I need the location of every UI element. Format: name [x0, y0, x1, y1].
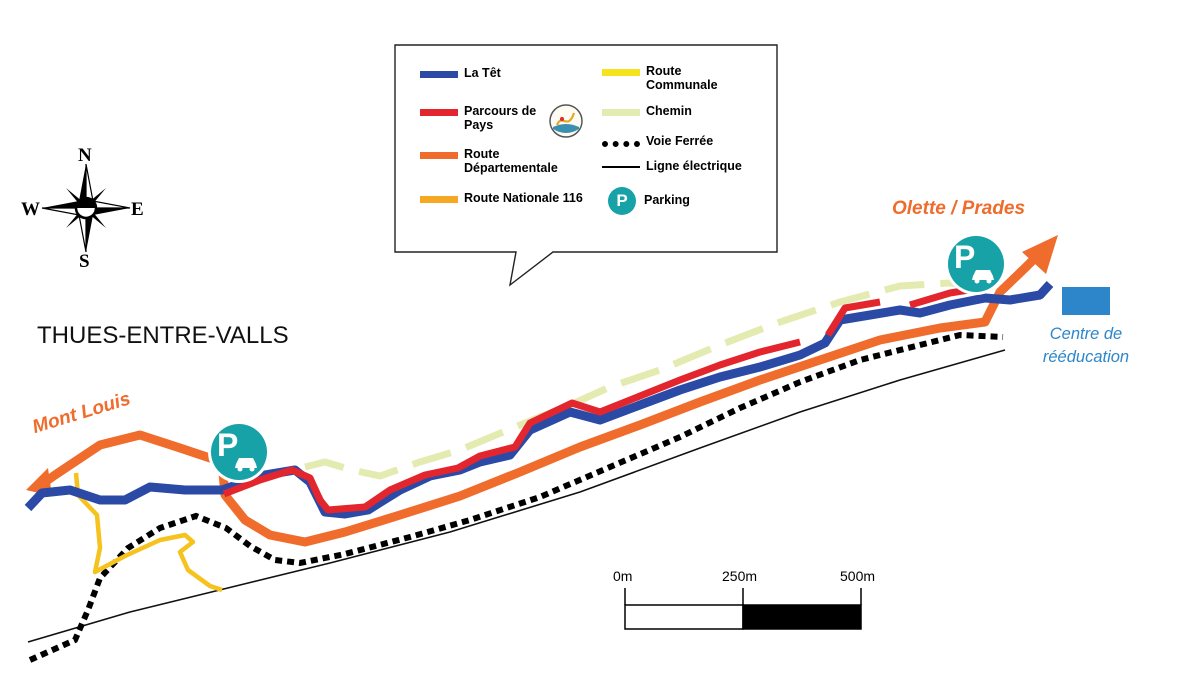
parking-letter: P: [217, 427, 239, 463]
legend-label: Parcours de Pays: [464, 104, 537, 132]
scale-label-250: 250m: [722, 568, 758, 584]
olette-prades-label: Olette / Prades: [892, 198, 1026, 219]
compass-rose-icon: [41, 163, 131, 253]
parking-icon: P: [608, 187, 636, 215]
legend: La Têt Parcours de Pays Route Départemen…: [395, 45, 777, 253]
car-icon: [972, 270, 994, 284]
communal-road: [73, 472, 223, 593]
legend-label: La Têt: [464, 66, 501, 80]
compass-north: N: [78, 145, 92, 166]
legend-item-tet: La Têt: [420, 66, 594, 80]
compass-east: E: [131, 199, 144, 220]
scale-bar: [624, 588, 862, 630]
legend-label: Route Communale: [646, 64, 718, 92]
legend-swatch-voie-ferree: [602, 141, 640, 147]
compass-west: W: [21, 199, 40, 220]
parcours-trail-1: [222, 338, 801, 514]
legend-item-parking: P Parking: [602, 187, 774, 221]
legend-swatch-parcours: [420, 109, 458, 116]
legend-label: Route Nationale 116: [464, 191, 583, 205]
legend-bubble: [394, 44, 778, 287]
legend-swatch-departementale: [420, 152, 458, 159]
tet-river: [24, 280, 1054, 519]
legend-item-communale: Route Communale: [602, 64, 746, 92]
legend-swatch-nationale: [420, 196, 458, 203]
legend-item-voie-ferree: Voie Ferrée: [602, 134, 776, 148]
chemin-path: [304, 279, 991, 480]
parking-letter: P: [954, 239, 976, 275]
departmental-road: [35, 244, 1049, 547]
legend-item-chemin: Chemin: [602, 104, 776, 118]
compass-south: S: [79, 251, 90, 272]
legend-swatch-tet: [420, 71, 458, 78]
legend-label: Voie Ferrée: [646, 134, 714, 148]
parking-marker-west[interactable]: P: [211, 424, 267, 480]
legend-label: Chemin: [646, 104, 692, 118]
legend-item-nationale: Route Nationale 116: [420, 191, 584, 205]
legend-label: Ligne électrique: [646, 159, 742, 173]
car-icon: [235, 458, 257, 472]
centre-marker: [1062, 287, 1110, 315]
parcours-trail-2: [825, 298, 881, 337]
scale-label-0: 0m: [613, 568, 633, 584]
arrow-east: [1022, 235, 1058, 274]
legend-swatch-chemin: [602, 109, 640, 116]
legend-swatch-ligne: [602, 166, 640, 168]
legend-item-departementale: Route Départementale: [420, 147, 594, 175]
centre-label: Centre de rééducation: [1042, 325, 1130, 366]
parking-marker-east[interactable]: P: [948, 236, 1004, 292]
legend-label: Route Départementale: [464, 147, 558, 175]
legend-item-ligne: Ligne électrique: [602, 159, 776, 173]
hiking-compass-icon: [549, 104, 583, 138]
power-line: [27, 349, 1006, 643]
scale-label-500: 500m: [840, 568, 876, 584]
legend-item-parcours: Parcours de Pays: [420, 104, 544, 132]
town-name: THUES-ENTRE-VALLS: [37, 322, 289, 349]
legend-label: Parking: [644, 193, 690, 207]
legend-swatch-communale: [602, 69, 640, 76]
railway-line: [28, 331, 1004, 663]
